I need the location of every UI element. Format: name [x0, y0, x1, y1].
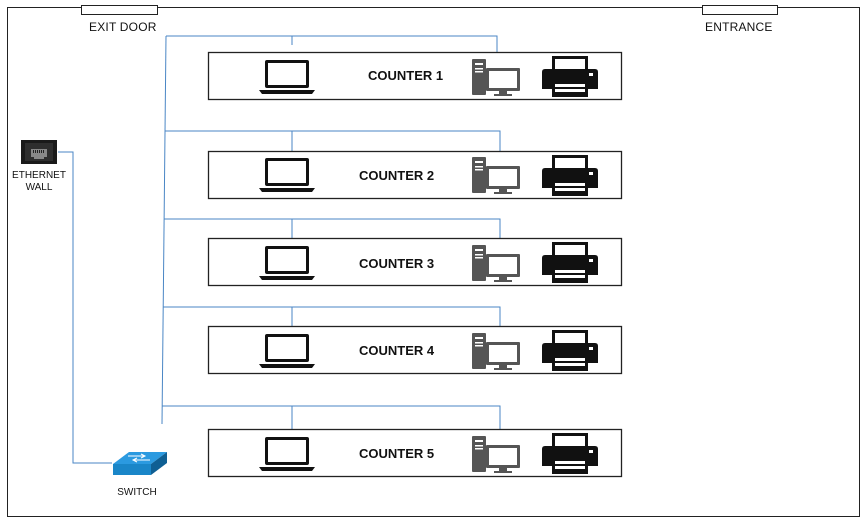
counter-4 — [207, 325, 623, 375]
ethernet-port-icon — [21, 140, 57, 164]
exit-door — [81, 5, 158, 15]
entrance-door — [702, 5, 778, 15]
cable-counter-4 — [163, 306, 501, 326]
cable-counter-5 — [162, 405, 501, 429]
cable-counter-1 — [166, 35, 498, 52]
network-switch-icon — [113, 452, 167, 475]
cable-trunk — [161, 35, 167, 425]
room-wall — [7, 7, 860, 517]
counter-1 — [207, 51, 623, 101]
counter-label: COUNTER 5 — [359, 446, 435, 461]
ethernet-wall-label: ETHERNET WALL — [8, 170, 70, 194]
counter-5 — [207, 428, 623, 478]
entrance-label: ENTRANCE — [705, 20, 773, 34]
cable-counter-3 — [164, 218, 501, 238]
cable-wall-to-switch — [58, 151, 112, 464]
counter-label: COUNTER 4 — [359, 343, 435, 358]
counter-label: COUNTER 2 — [359, 168, 435, 183]
network-cabling — [58, 35, 501, 464]
exit-door-label: EXIT DOOR — [89, 20, 157, 34]
cable-counter-2 — [165, 130, 501, 151]
counter-label: COUNTER 1 — [368, 68, 444, 83]
ethernet-wall-label-line2: WALL — [25, 182, 53, 193]
counter-label: COUNTER 3 — [359, 256, 435, 271]
switch-label: SWITCH — [117, 487, 157, 498]
counter-3 — [207, 237, 623, 287]
counter-2 — [207, 150, 623, 200]
ethernet-wall-label-line1: ETHERNET — [12, 170, 66, 181]
